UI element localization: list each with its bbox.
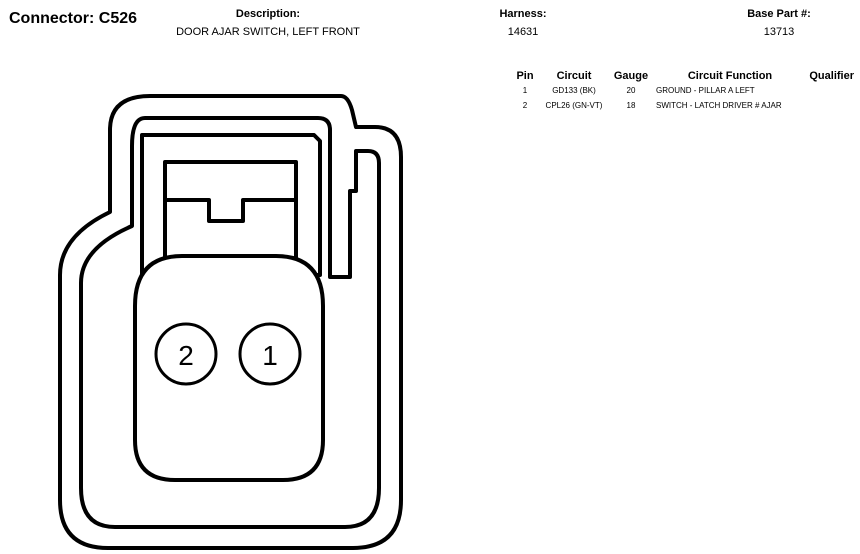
circuit-cell: CPL26 (GN-VT) [545,101,603,110]
circuit-cell: GD133 (BK) [552,86,596,95]
pin-row: 2 CPL26 (GN-VT) 18 SWITCH - LATCH DRIVER… [508,98,854,113]
gauge-column-header: Gauge [613,70,649,82]
connector-shell-inner [79,116,381,529]
gauge-cell: 18 [626,101,636,110]
pin-2-circle [154,322,218,386]
qualifier-column-header: Qualifier [809,70,854,82]
pin-2: 2 [154,322,218,386]
pin-column-header: Pin [516,70,534,82]
connector-shell-outer [58,94,403,550]
pin-1-circle [238,322,302,386]
description-value: DOOR AJAR SWITCH, LEFT FRONT [176,26,360,38]
pin-cell: 1 [522,86,528,95]
description-label: Description: [235,8,301,20]
pin-1: 1 [238,322,302,386]
latch-housing [140,133,322,277]
circuit-function-cell: SWITCH - LATCH DRIVER # AJAR [656,101,782,110]
pin-1-label: 1 [262,340,278,371]
circuit-column-header: Circuit [556,70,592,82]
pin-2-label: 2 [178,340,194,371]
latch-key [164,198,297,223]
circuit-function-column-header: Circuit Function [687,70,773,82]
pin-row: 1 GD133 (BK) 20 GROUND - PILLAR A LEFT [508,83,854,98]
base-part-value: 13713 [763,26,795,38]
harness-value: 14631 [507,26,539,38]
connector-title: Connector: C526 [9,10,138,27]
pin-table: Pin Circuit Gauge Circuit Function Quali… [508,69,854,113]
latch-window [163,160,298,264]
harness-label: Harness: [499,8,547,20]
pin-cavity [133,254,325,482]
pin-table-header-row: Pin Circuit Gauge Circuit Function Quali… [508,69,854,83]
gauge-cell: 20 [626,86,636,95]
circuit-function-cell: GROUND - PILLAR A LEFT [656,86,755,95]
base-part-label: Base Part #: [747,8,811,20]
pin-cell: 2 [522,101,528,110]
